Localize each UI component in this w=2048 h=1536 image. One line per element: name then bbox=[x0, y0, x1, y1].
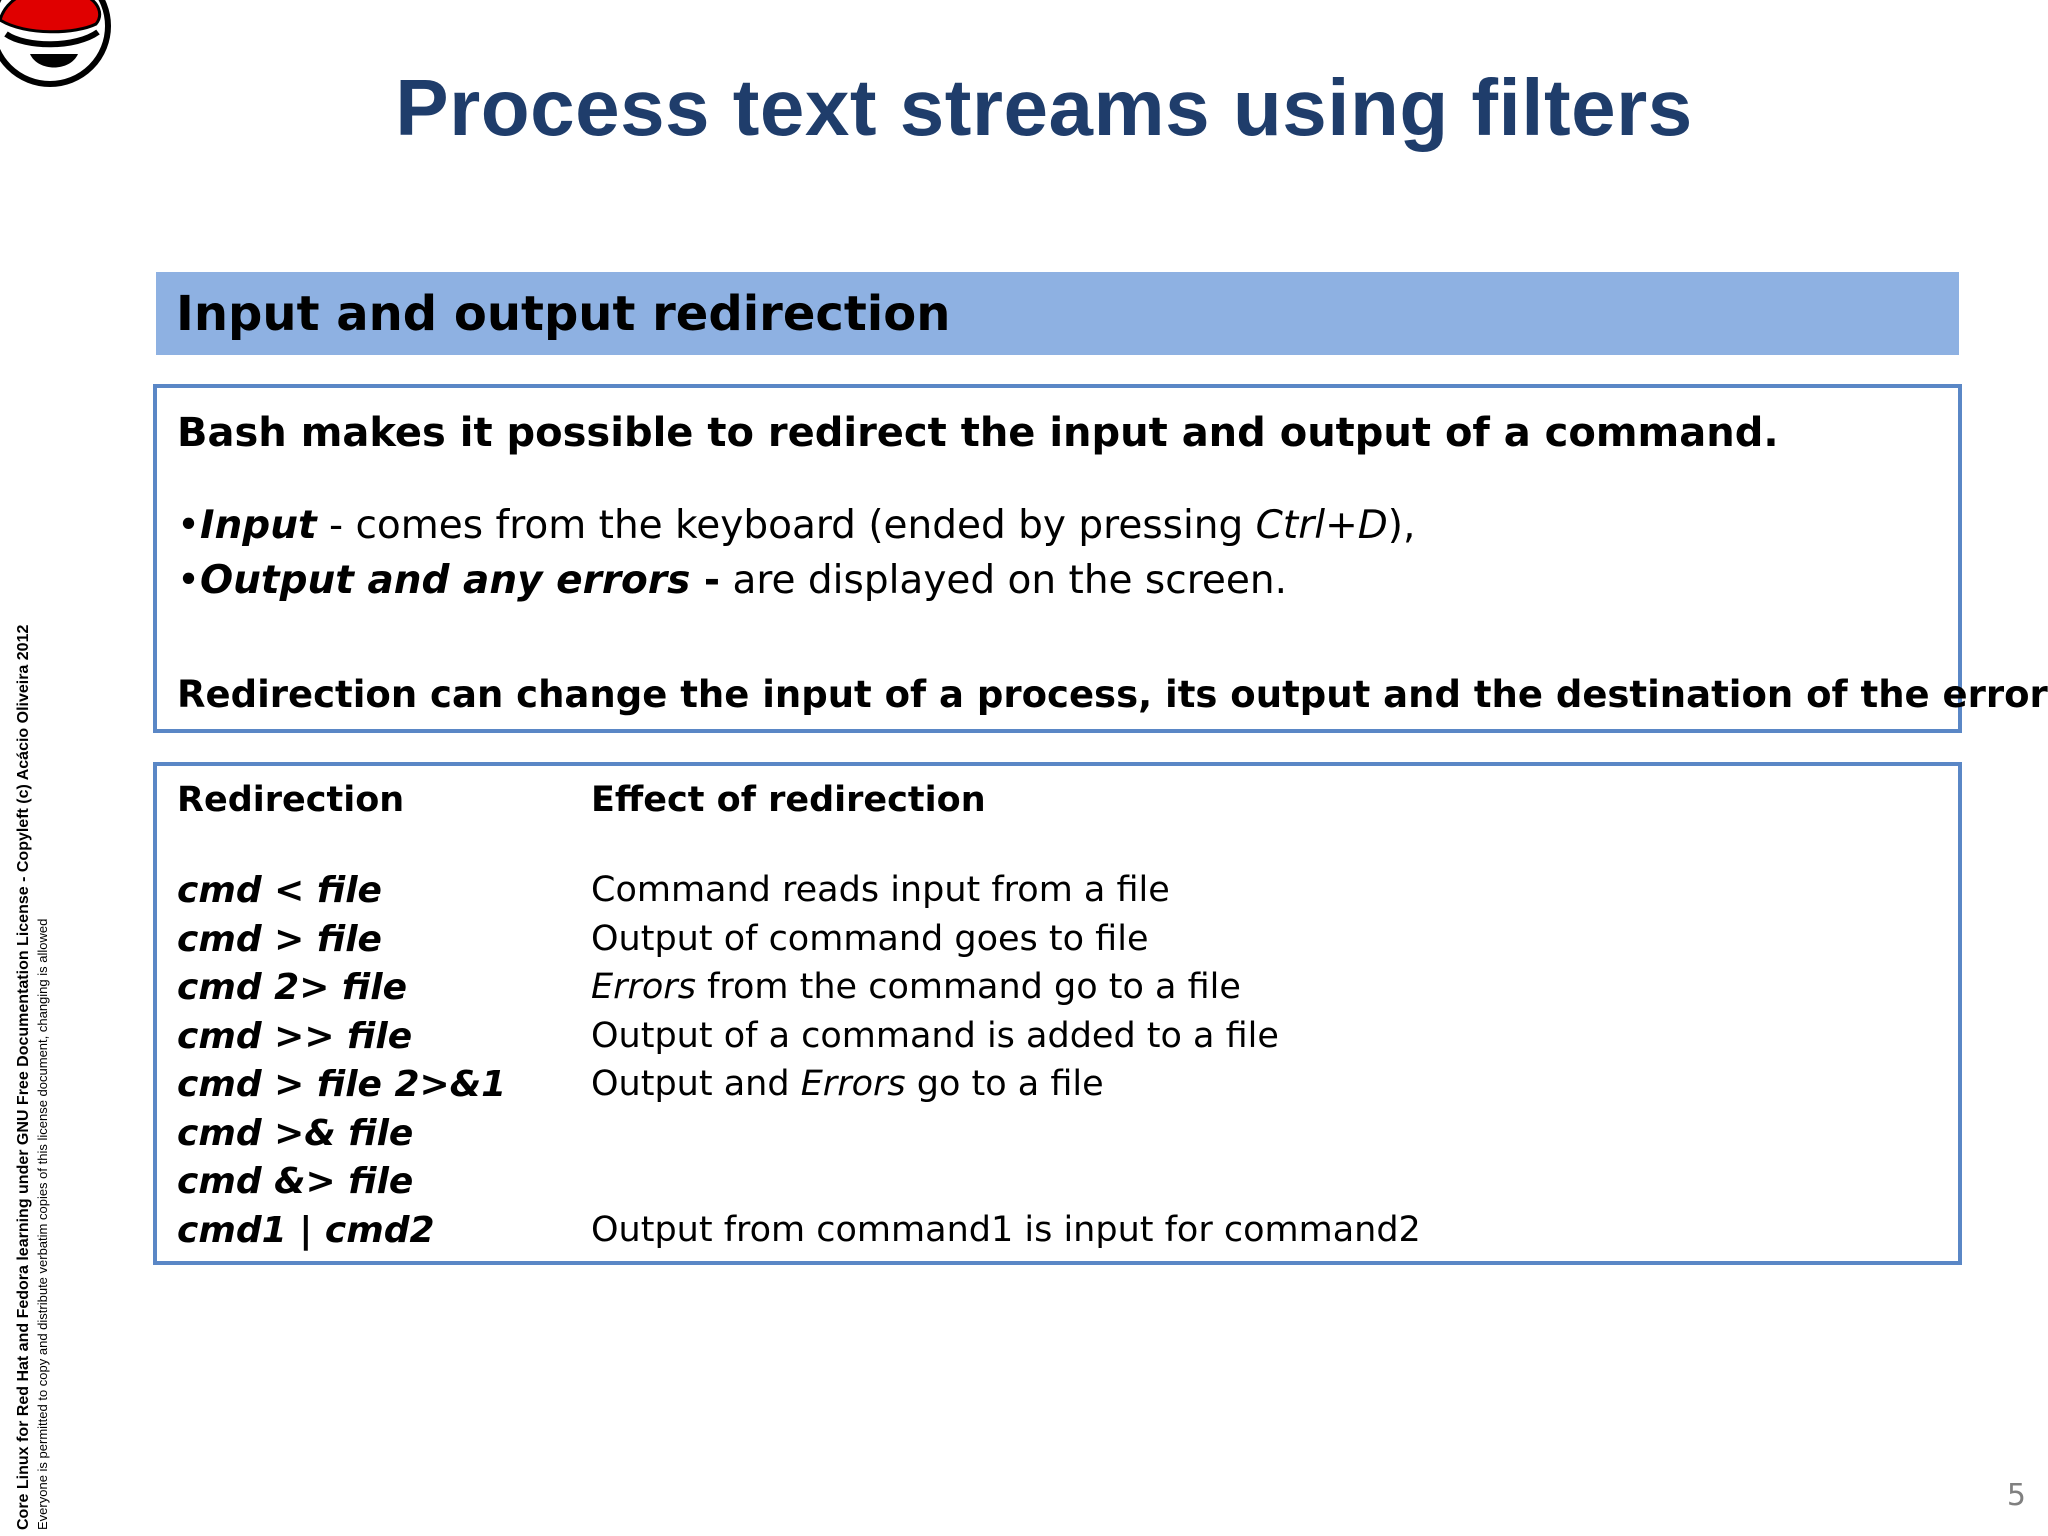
redirection-cmd: cmd &> file bbox=[177, 1161, 414, 1202]
redirection-cmd: cmd1 | cmd2 bbox=[177, 1209, 435, 1251]
bullet-marker: • bbox=[177, 503, 201, 548]
redirection-effect: Errors from the command go to a file bbox=[591, 967, 1241, 1007]
effect-emphasis: Errors bbox=[800, 1064, 906, 1104]
redirection-cmd: cmd > file bbox=[177, 918, 382, 960]
intro-box: Bash makes it possible to redirect the i… bbox=[153, 384, 2048, 733]
section-heading-bar: Input and output redirection bbox=[156, 272, 1959, 355]
column-header-effect: Effect of redirection bbox=[591, 780, 986, 820]
redirection-table: Redirection Effect of redirection cmd < … bbox=[153, 762, 1962, 1265]
table-row: cmd >> file Output of a command is added… bbox=[157, 1016, 1958, 1065]
redirection-effect: Output and Errors go to a file bbox=[591, 1064, 1104, 1104]
redirection-cmd: cmd < file bbox=[177, 870, 382, 911]
license-sidebar: Core Linux for Red Hat and Fedora learni… bbox=[14, 625, 52, 1530]
bullet-output-dash: - bbox=[690, 558, 721, 603]
bullet-output-term: Output and any errors bbox=[200, 558, 691, 603]
redirection-cmd: cmd > file 2>&1 bbox=[177, 1064, 507, 1105]
redirection-cmd: cmd >> file bbox=[177, 1015, 413, 1057]
redirection-effect: Command reads input from a file bbox=[591, 870, 1170, 910]
bullet-output-text: are displayed on the screen. bbox=[720, 558, 1287, 603]
bullet-marker: • bbox=[177, 558, 201, 603]
intro-lead: Bash makes it possible to redirect the i… bbox=[177, 410, 1779, 456]
column-header-redirection: Redirection bbox=[177, 780, 405, 820]
table-rows: cmd < file Command reads input from a fi… bbox=[157, 870, 1958, 1258]
table-row: cmd < file Command reads input from a fi… bbox=[157, 870, 1958, 919]
effect-text: go to a file bbox=[905, 1064, 1104, 1104]
table-row: cmd > file Output of command goes to fil… bbox=[157, 919, 1958, 968]
bullet-input-text-end: ), bbox=[1387, 503, 1416, 548]
red-hat-logo-icon bbox=[0, 0, 111, 87]
page-number: 5 bbox=[2006, 1478, 2026, 1513]
bullet-input-text: - comes from the keyboard (ended by pres… bbox=[316, 503, 1256, 548]
section-heading: Input and output redirection bbox=[176, 285, 951, 342]
redirection-effect: Output of command goes to file bbox=[591, 918, 1149, 959]
effect-text: Output and bbox=[591, 1064, 801, 1104]
bullet-output: •Output and any errors - are displayed o… bbox=[177, 558, 1287, 603]
table-row: cmd > file 2>&1 Output and Errors go to … bbox=[157, 1064, 1958, 1113]
table-row: cmd >& file bbox=[157, 1113, 1958, 1162]
redirection-effect: Output from command1 is input for comman… bbox=[591, 1209, 1421, 1250]
effect-text: from the command go to a file bbox=[695, 967, 1241, 1007]
intro-closing: Redirection can change the input of a pr… bbox=[177, 673, 2048, 716]
table-row: cmd 2> file Errors from the command go t… bbox=[157, 967, 1958, 1016]
redirection-cmd: cmd 2> file bbox=[177, 967, 407, 1008]
effect-emphasis: Errors bbox=[591, 967, 696, 1007]
bullet-input: •Input - comes from the keyboard (ended … bbox=[177, 503, 1415, 548]
redirection-effect: Output of a command is added to a file bbox=[591, 1015, 1279, 1056]
table-row: cmd1 | cmd2 Output from command1 is inpu… bbox=[157, 1210, 1958, 1259]
table-row: cmd &> file bbox=[157, 1161, 1958, 1210]
bullet-input-term: Input bbox=[200, 503, 317, 548]
redirection-cmd: cmd >& file bbox=[177, 1112, 414, 1154]
bullet-input-key: Ctrl+D bbox=[1255, 503, 1388, 548]
license-line-1: Core Linux for Red Hat and Fedora learni… bbox=[15, 624, 32, 1530]
license-line-2: Everyone is permitted to copy and distri… bbox=[35, 918, 50, 1530]
slide-title: Process text streams using filters bbox=[395, 63, 1693, 152]
